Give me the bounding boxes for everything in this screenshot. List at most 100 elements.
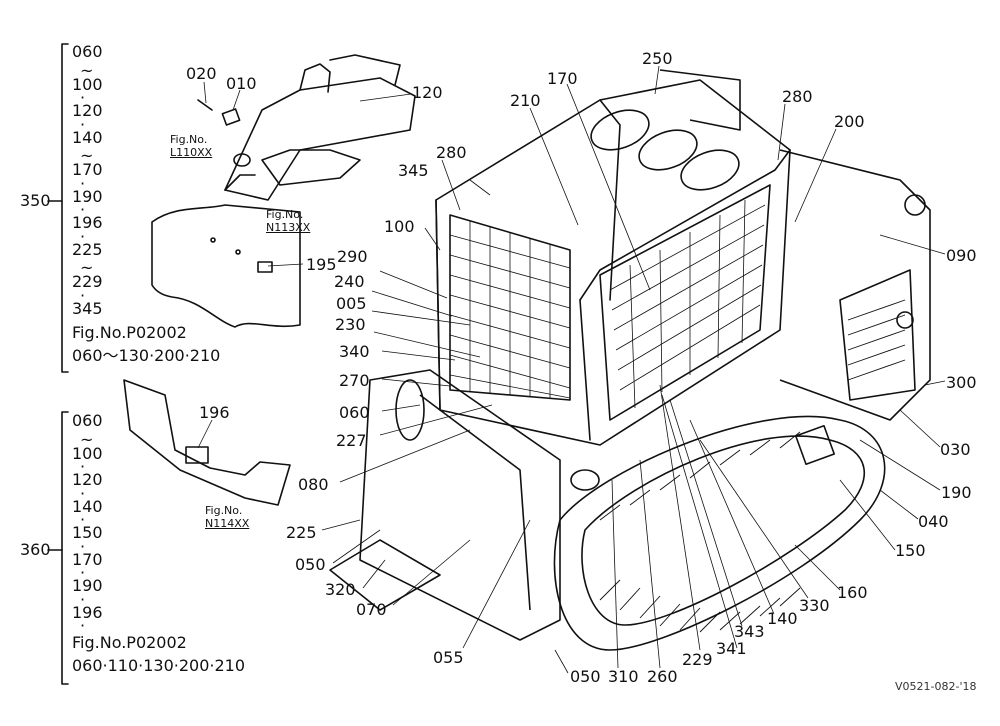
ref-350: 350 (20, 191, 51, 210)
model-item: · (80, 226, 86, 246)
part-label: 020 (186, 64, 217, 83)
bracket-360 (61, 411, 69, 685)
part-label: 310 (608, 667, 639, 686)
part-label: 040 (918, 512, 949, 531)
bracket-350 (61, 43, 69, 373)
part-label: 160 (837, 583, 868, 602)
part-label: 005 (336, 294, 367, 313)
fig-ref-label: Fig.No. (205, 504, 243, 517)
fig-ref-n113xx: Fig.No. N113XX (266, 208, 310, 234)
fig-ref-number: L110XX (170, 146, 213, 159)
loader-body (359, 369, 561, 641)
part-label: 345 (398, 161, 429, 180)
model-item: 190 (72, 576, 103, 595)
part-label: 260 (647, 667, 678, 686)
model-item: ~ (80, 429, 94, 449)
model-item: 140 (72, 127, 103, 147)
fig-ref-label: Fig.No. (170, 133, 208, 146)
part-label: 227 (336, 431, 367, 450)
part-label: 280 (436, 143, 467, 162)
part-label: 140 (767, 609, 798, 628)
model-item: 060 (72, 42, 103, 61)
track (553, 415, 886, 651)
part-label: 100 (384, 217, 415, 236)
part-label: 150 (895, 541, 926, 560)
part-label: 190 (941, 483, 972, 502)
part-label: 290 (337, 247, 368, 266)
model-item: 196 (72, 213, 103, 232)
part-label: 340 (339, 342, 370, 361)
part-label: 055 (433, 648, 464, 667)
model-item: ~ (80, 258, 94, 277)
part-label: 196 (199, 403, 230, 422)
part-label: 210 (510, 91, 541, 110)
model-item: 190 (72, 186, 103, 206)
part-label: 270 (339, 371, 370, 390)
window-panel (151, 204, 301, 328)
part-label: 120 (412, 83, 443, 102)
part-label: 060 (339, 403, 370, 422)
model-item: ~ (80, 60, 94, 80)
model-item: · (80, 457, 86, 476)
model-item: · (80, 510, 86, 529)
part-label: 225 (286, 523, 317, 542)
model-note: Fig.No.P02002 (72, 323, 187, 342)
part-label: 300 (946, 373, 977, 392)
fig-ref-l110xx: Fig.No. L110XX (170, 133, 212, 159)
model-note: 060～130·200·210 (72, 345, 221, 365)
leader-lines (197, 65, 946, 674)
part-label: 343 (734, 622, 765, 641)
model-list-360: 060 ~ 100 · 120 · 140 · 150 · 170 · 190 … (72, 411, 246, 675)
part-label: 170 (547, 69, 578, 88)
fig-ref-number: N113XX (266, 221, 311, 234)
model-item: 120 (72, 101, 103, 120)
model-note: Fig.No.P02002 (72, 633, 187, 652)
model-list-350: 060 ~ 100 · 120 · 140 ~ 170 · 190 · 196 … (72, 42, 221, 365)
model-item: ~ (80, 146, 94, 165)
part-label: 050 (295, 555, 326, 574)
part-label: 250 (642, 49, 673, 68)
part-label: 070 (356, 600, 387, 619)
part-label: 341 (716, 639, 747, 658)
fig-ref-label: Fig.No. (266, 208, 304, 221)
part-label: 195 (306, 255, 337, 274)
part-label: 230 (335, 315, 366, 334)
fig-ref-n114xx: Fig.No. N114XX (205, 504, 249, 530)
part-label: 030 (940, 440, 971, 459)
model-item: 229 (72, 272, 103, 291)
part-label: 330 (799, 596, 830, 615)
model-item: · (80, 173, 86, 193)
ref-360: 360 (20, 540, 51, 559)
model-item: 170 (72, 549, 103, 569)
model-item: 225 (72, 239, 103, 259)
drawing-code: V0521-082-'18 (895, 680, 977, 693)
model-item: · (80, 88, 86, 107)
model-item: · (80, 483, 86, 503)
model-item: 170 (72, 160, 103, 179)
model-item: · (80, 200, 86, 219)
model-item: · (80, 536, 86, 556)
model-item: 140 (72, 496, 103, 516)
model-item: · (80, 285, 86, 305)
part-label: 280 (782, 87, 813, 106)
part-label: 010 (226, 74, 257, 93)
part-label: 320 (325, 580, 356, 599)
part-label: 200 (834, 112, 865, 131)
model-item: 150 (72, 523, 103, 542)
model-item: 345 (72, 298, 103, 318)
part-label: 050 (570, 667, 601, 686)
model-item: 120 (72, 470, 103, 489)
door-panel (123, 379, 291, 506)
upper-bracket-part (224, 77, 416, 201)
model-note: 060·110·130·200·210 (72, 655, 246, 675)
model-item: · (80, 114, 86, 134)
part-label: 080 (298, 475, 329, 494)
model-item: · (80, 589, 86, 609)
part-label: 229 (682, 650, 713, 669)
part-label: 090 (946, 246, 977, 265)
model-item: 100 (72, 74, 103, 94)
model-item: 060 (72, 411, 103, 430)
model-item: · (80, 563, 86, 582)
